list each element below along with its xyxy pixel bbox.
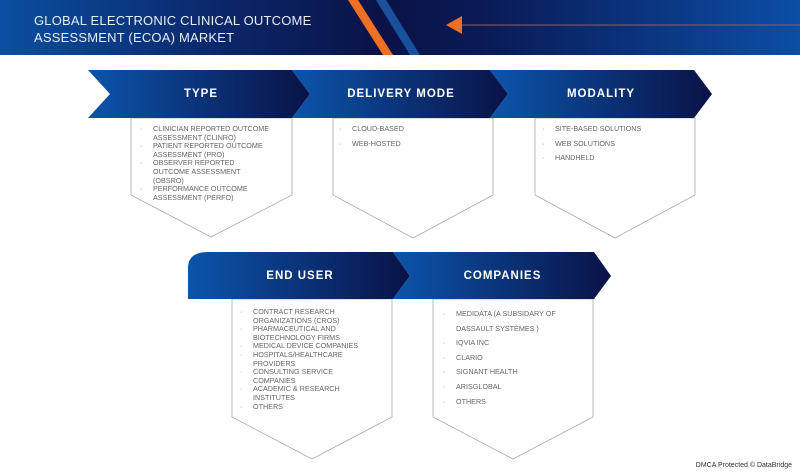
list-item: ARISGLOBAL	[441, 380, 581, 395]
arrow-icon	[446, 16, 462, 34]
page-title: GLOBAL ELECTRONIC CLINICAL OUTCOME ASSES…	[34, 12, 311, 46]
companies-chevron	[393, 252, 611, 299]
end-user-chevron	[188, 252, 410, 299]
companies-list: MEDIDATA (A SUBSIDARY OF DASSAULT SYSTÈM…	[441, 307, 581, 409]
list-item: IQVIA INC	[441, 336, 581, 351]
list-item: MEDICAL DEVICE COMPANIES	[238, 342, 378, 351]
modality-chevron	[490, 70, 712, 118]
end-user-list: CONTRACT RESEARCH ORGANIZATIONS (CROS) P…	[238, 307, 378, 412]
list-item: OTHERS	[238, 402, 378, 412]
type-chevron	[88, 70, 310, 118]
delivery-mode-list: CLOUD-BASED WEB-HOSTED	[337, 124, 487, 154]
list-item: PATIENT REPORTED OUTCOME ASSESSMENT (PRO…	[138, 141, 288, 159]
list-item: OBSERVER REPORTED OUTCOME ASSESSMENT (OB…	[138, 159, 263, 185]
list-item: HOSPITALS/HEALTHCARE PROVIDERS	[238, 350, 363, 368]
title-line-2: ASSESSMENT (ECOA) MARKET	[34, 30, 235, 45]
segment-heading-type: TYPE	[183, 88, 219, 100]
list-item: SITE-BASED SOLUTIONS	[540, 124, 690, 134]
list-item: CLOUD-BASED	[337, 124, 487, 134]
segment-heading-companies: COMPANIES	[463, 270, 542, 282]
list-item: SIGNANT HEALTH	[441, 365, 581, 380]
list-item: WEB SOLUTIONS	[540, 139, 690, 149]
list-item: PERFORMANCE OUTCOME ASSESSMENT (PERFO)	[138, 184, 278, 202]
segment-heading-modality: MODALITY	[566, 88, 636, 100]
list-item: CONTRACT RESEARCH ORGANIZATIONS (CROS)	[238, 307, 363, 325]
list-item: ACADEMIC & RESEARCH INSTITUTES	[238, 384, 368, 402]
list-item: CLARIO	[441, 351, 581, 366]
list-item: MEDIDATA (A SUBSIDARY OF DASSAULT SYSTÈM…	[441, 307, 581, 336]
list-item: PHARMACEUTICAL AND BIOTECHNOLOGY FIRMS	[238, 324, 363, 342]
list-item: CONSULTING SERVICE COMPANIES	[238, 367, 363, 385]
list-item: WEB-HOSTED	[337, 139, 487, 149]
header-stripes	[348, 0, 420, 55]
list-item: CLINICIAN REPORTED OUTCOME ASSESSMENT (C…	[138, 124, 288, 142]
delivery-chevron	[292, 70, 508, 118]
dmca-footer[interactable]: DMCA Protected © DataBridge	[695, 462, 792, 469]
list-item: OTHERS	[441, 395, 581, 410]
type-list: CLINICIAN REPORTED OUTCOME ASSESSMENT (C…	[138, 124, 288, 202]
modality-list: SITE-BASED SOLUTIONS WEB SOLUTIONS HANDH…	[540, 124, 690, 169]
segment-heading-delivery-mode: DELIVERY MODE	[347, 88, 455, 100]
title-line-1: GLOBAL ELECTRONIC CLINICAL OUTCOME	[34, 13, 312, 28]
segment-heading-end-user: END USER	[266, 270, 334, 282]
list-item: HANDHELD	[540, 154, 690, 163]
